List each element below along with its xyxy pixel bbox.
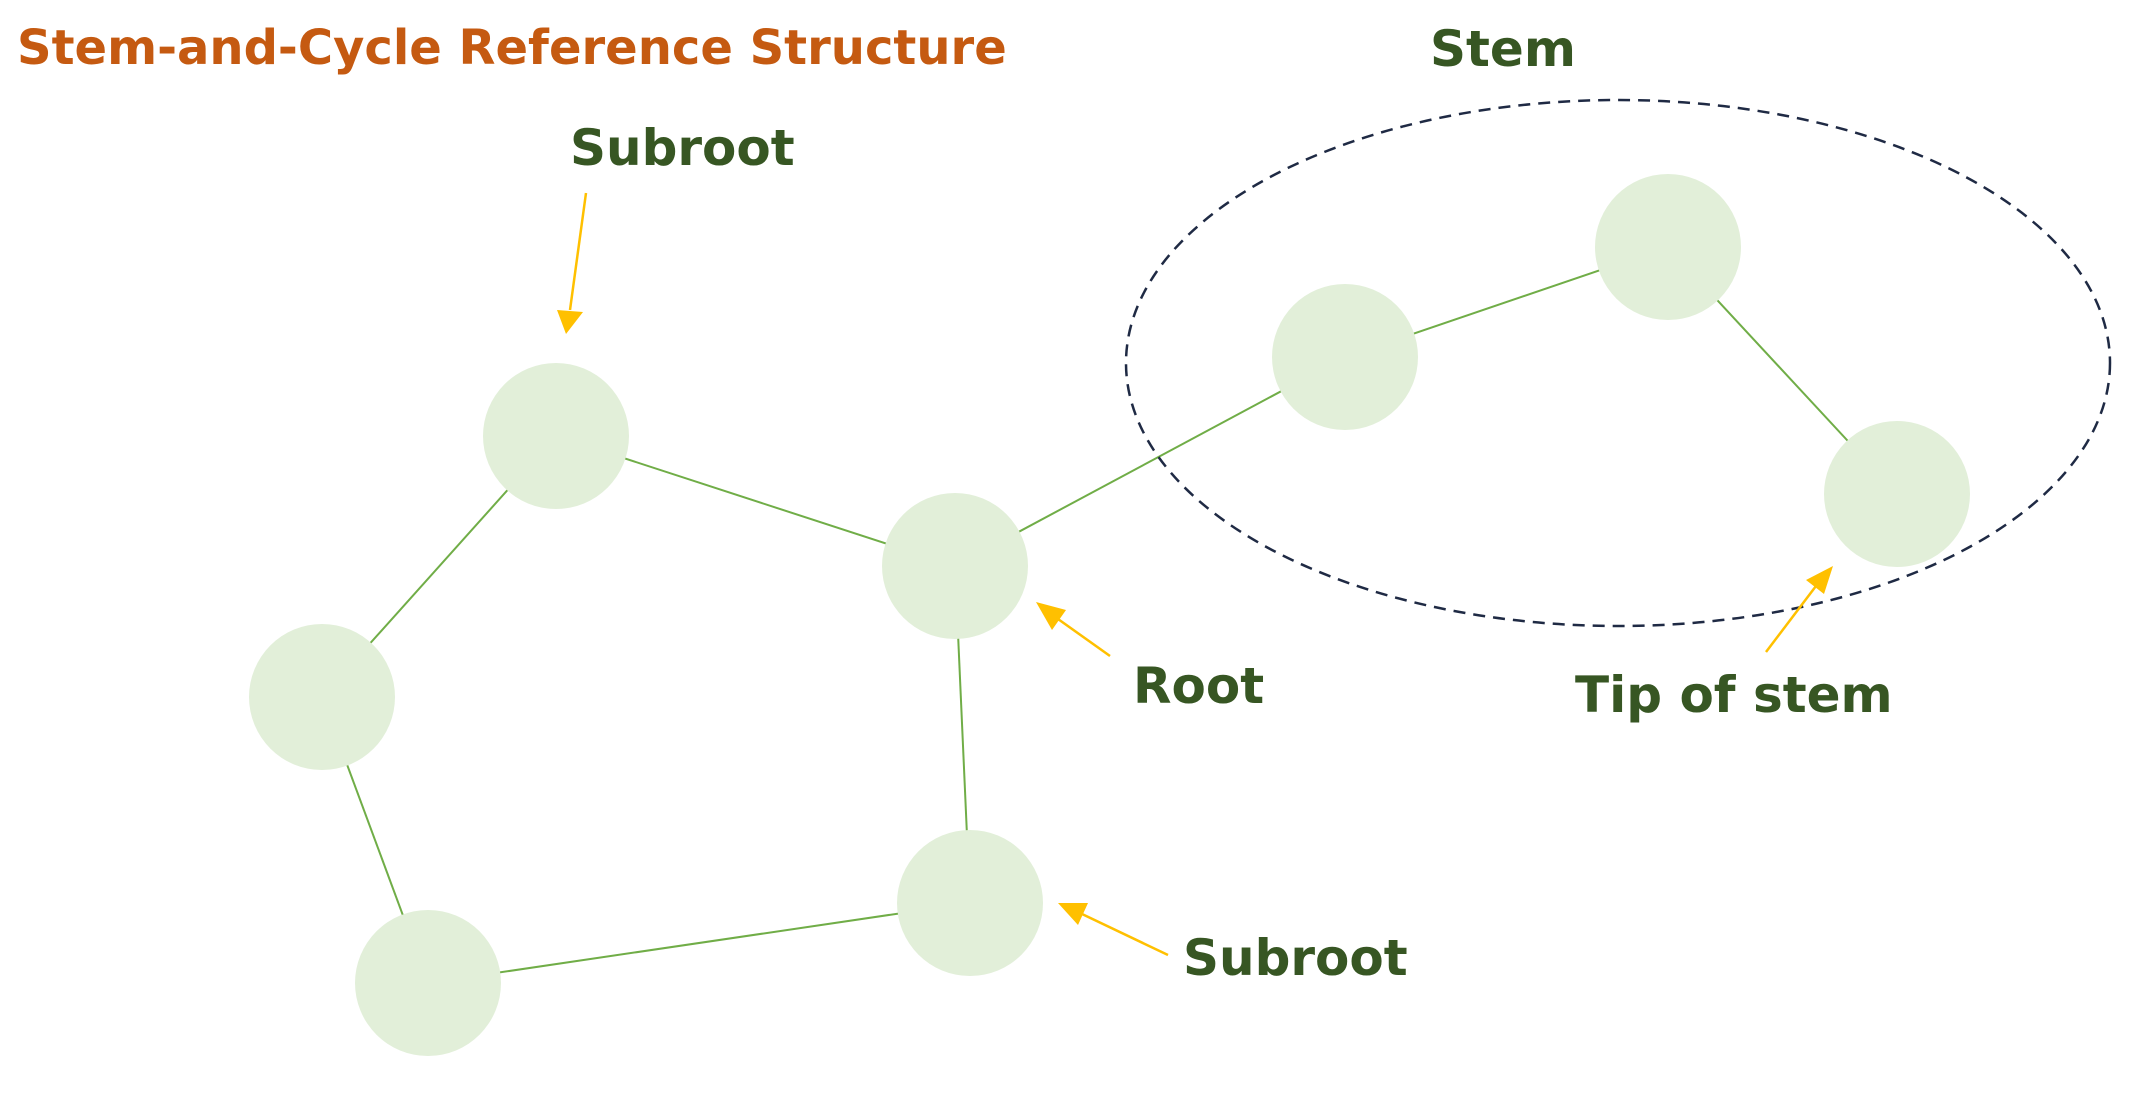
node-stem-1[interactable]: [1272, 284, 1418, 430]
edge-root-stem-node-1: [954, 356, 1346, 567]
pointer-root-arrow: [1036, 602, 1111, 658]
label-subroot-bottom: Subroot: [1183, 929, 1408, 987]
label-root: Root: [1133, 657, 1264, 715]
stem-outline: [1124, 98, 2112, 628]
label-subroot-top: Subroot: [570, 119, 795, 177]
node-bottom-left[interactable]: [355, 910, 501, 1056]
pointer-tip-arrow: [1765, 566, 1833, 653]
node-subroot-bottom[interactable]: [897, 830, 1043, 976]
node-root[interactable]: [882, 493, 1028, 639]
node-left[interactable]: [249, 624, 395, 770]
node-tip-of-stem[interactable]: [1824, 421, 1970, 567]
node-stem-2[interactable]: [1595, 174, 1741, 320]
label-tip-of-stem: Tip of stem: [1575, 666, 1893, 724]
node-subroot-top[interactable]: [483, 363, 629, 509]
pointer-subroot-bottom-arrow: [1058, 903, 1169, 957]
pointer-subroot-top-arrow: [557, 192, 588, 334]
label-stem: Stem: [1430, 20, 1576, 78]
diagram-title: Stem-and-Cycle Reference Structure: [17, 20, 1007, 76]
edge-bottom-left-node-subroot-bottom: [427, 902, 971, 984]
